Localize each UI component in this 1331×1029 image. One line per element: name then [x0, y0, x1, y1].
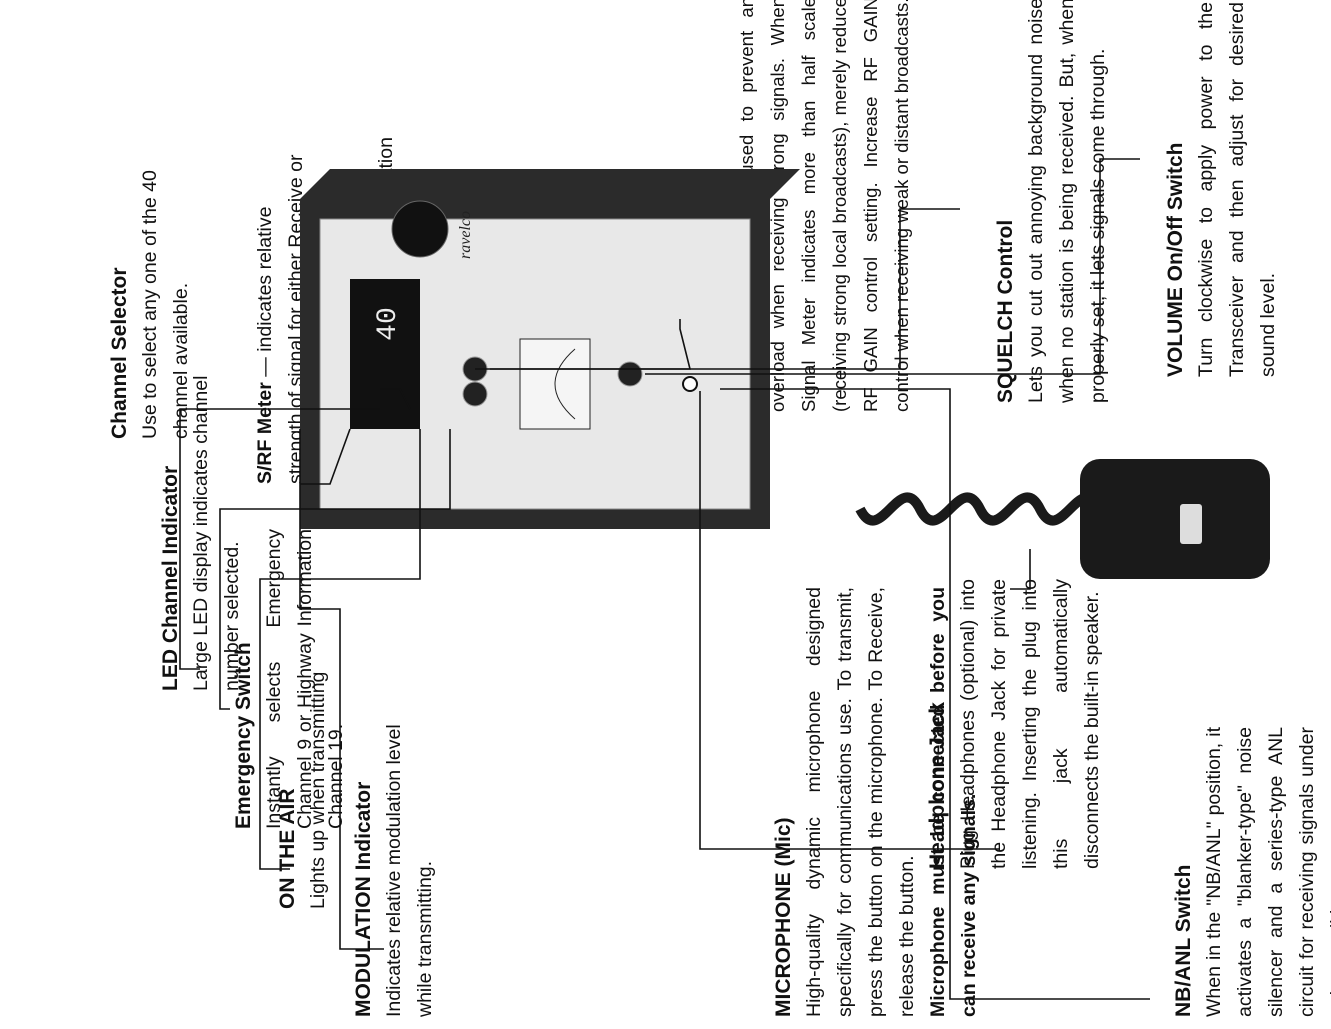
- cb-pa-mon-title: CB-PA-MON Switch: [344, 238, 367, 433]
- volume-knob[interactable]: [617, 361, 643, 387]
- leader-rf-gain: [475, 319, 692, 370]
- headphone-callout: Headphone Jack Plug Headphones (optional…: [922, 579, 1108, 869]
- nb-anl-callout: NB/ANL Switch When in the "NB/ANL" posit…: [1168, 727, 1331, 1017]
- volume-callout: VOLUME On/Off Switch Turn clockwise to a…: [1160, 2, 1284, 377]
- volume-title: VOLUME On/Off Switch: [1164, 142, 1187, 378]
- sr-meter-dial: [519, 338, 591, 430]
- modulation-callout: MODULATION Indicator Indicates relative …: [348, 687, 441, 1017]
- sr-meter-callout: S/RF Meter — indicates relative strength…: [250, 144, 343, 484]
- meter-arc: [554, 348, 576, 420]
- squelch-callout: SQUELCH Control Lets you cut out annoyin…: [990, 0, 1114, 403]
- channel-selector-title: Channel Selector: [108, 267, 131, 439]
- headphone-title: Headphone Jack: [926, 702, 949, 869]
- channel-selector-callout: Channel Selector Use to select any one o…: [104, 129, 197, 439]
- cb-pa-mon-callout: CB-PA-MON Switch Selects desired mode of…: [340, 133, 402, 433]
- squelch-title: SQUELCH Control: [994, 219, 1017, 403]
- volume-body: Turn clockwise to apply power to the Tra…: [1195, 2, 1279, 377]
- headphone-body: Plug Headphones (optional) into the Head…: [957, 579, 1103, 869]
- cb-pa-mon-body: Selects desired mode of operation: [375, 137, 397, 433]
- nb-anl-body: When in the "NB/ANL" position, it activa…: [1203, 727, 1331, 1017]
- emergency-body: Instantly selects Emergency Channel 9 or…: [263, 529, 347, 829]
- microphone-body: High-quality dynamic microphone designed…: [803, 587, 918, 1017]
- brand-logo: ravelco: [457, 211, 474, 259]
- squelch-knob[interactable]: [462, 356, 488, 382]
- rf-gain-knob[interactable]: [462, 381, 488, 407]
- microphone-handset[interactable]: [1080, 459, 1270, 579]
- channel-selector-body: Use to select any one of the 40 channel …: [139, 170, 192, 439]
- rf-gain-callout: RF GAIN Control The RF GAIN control is u…: [700, 0, 917, 412]
- mic-cord: [855, 492, 1105, 526]
- sr-meter-title: S/RF Meter: [254, 382, 276, 484]
- rf-gain-body: The RF GAIN control is used to prevent a…: [736, 0, 912, 412]
- squelch-body: Lets you cut out annoying background noi…: [1025, 0, 1109, 403]
- microphone-title: MICROPHONE (Mic): [772, 817, 795, 1018]
- rf-gain-title: RF GAIN Control: [704, 245, 727, 412]
- nb-anl-title: NB/ANL Switch: [1172, 864, 1195, 1017]
- modulation-title: MODULATION Indicator: [352, 781, 375, 1017]
- headphone-jack[interactable]: [682, 376, 698, 392]
- modulation-body: Indicates relative modulation level whil…: [383, 724, 436, 1017]
- mic-badge: [1180, 504, 1202, 544]
